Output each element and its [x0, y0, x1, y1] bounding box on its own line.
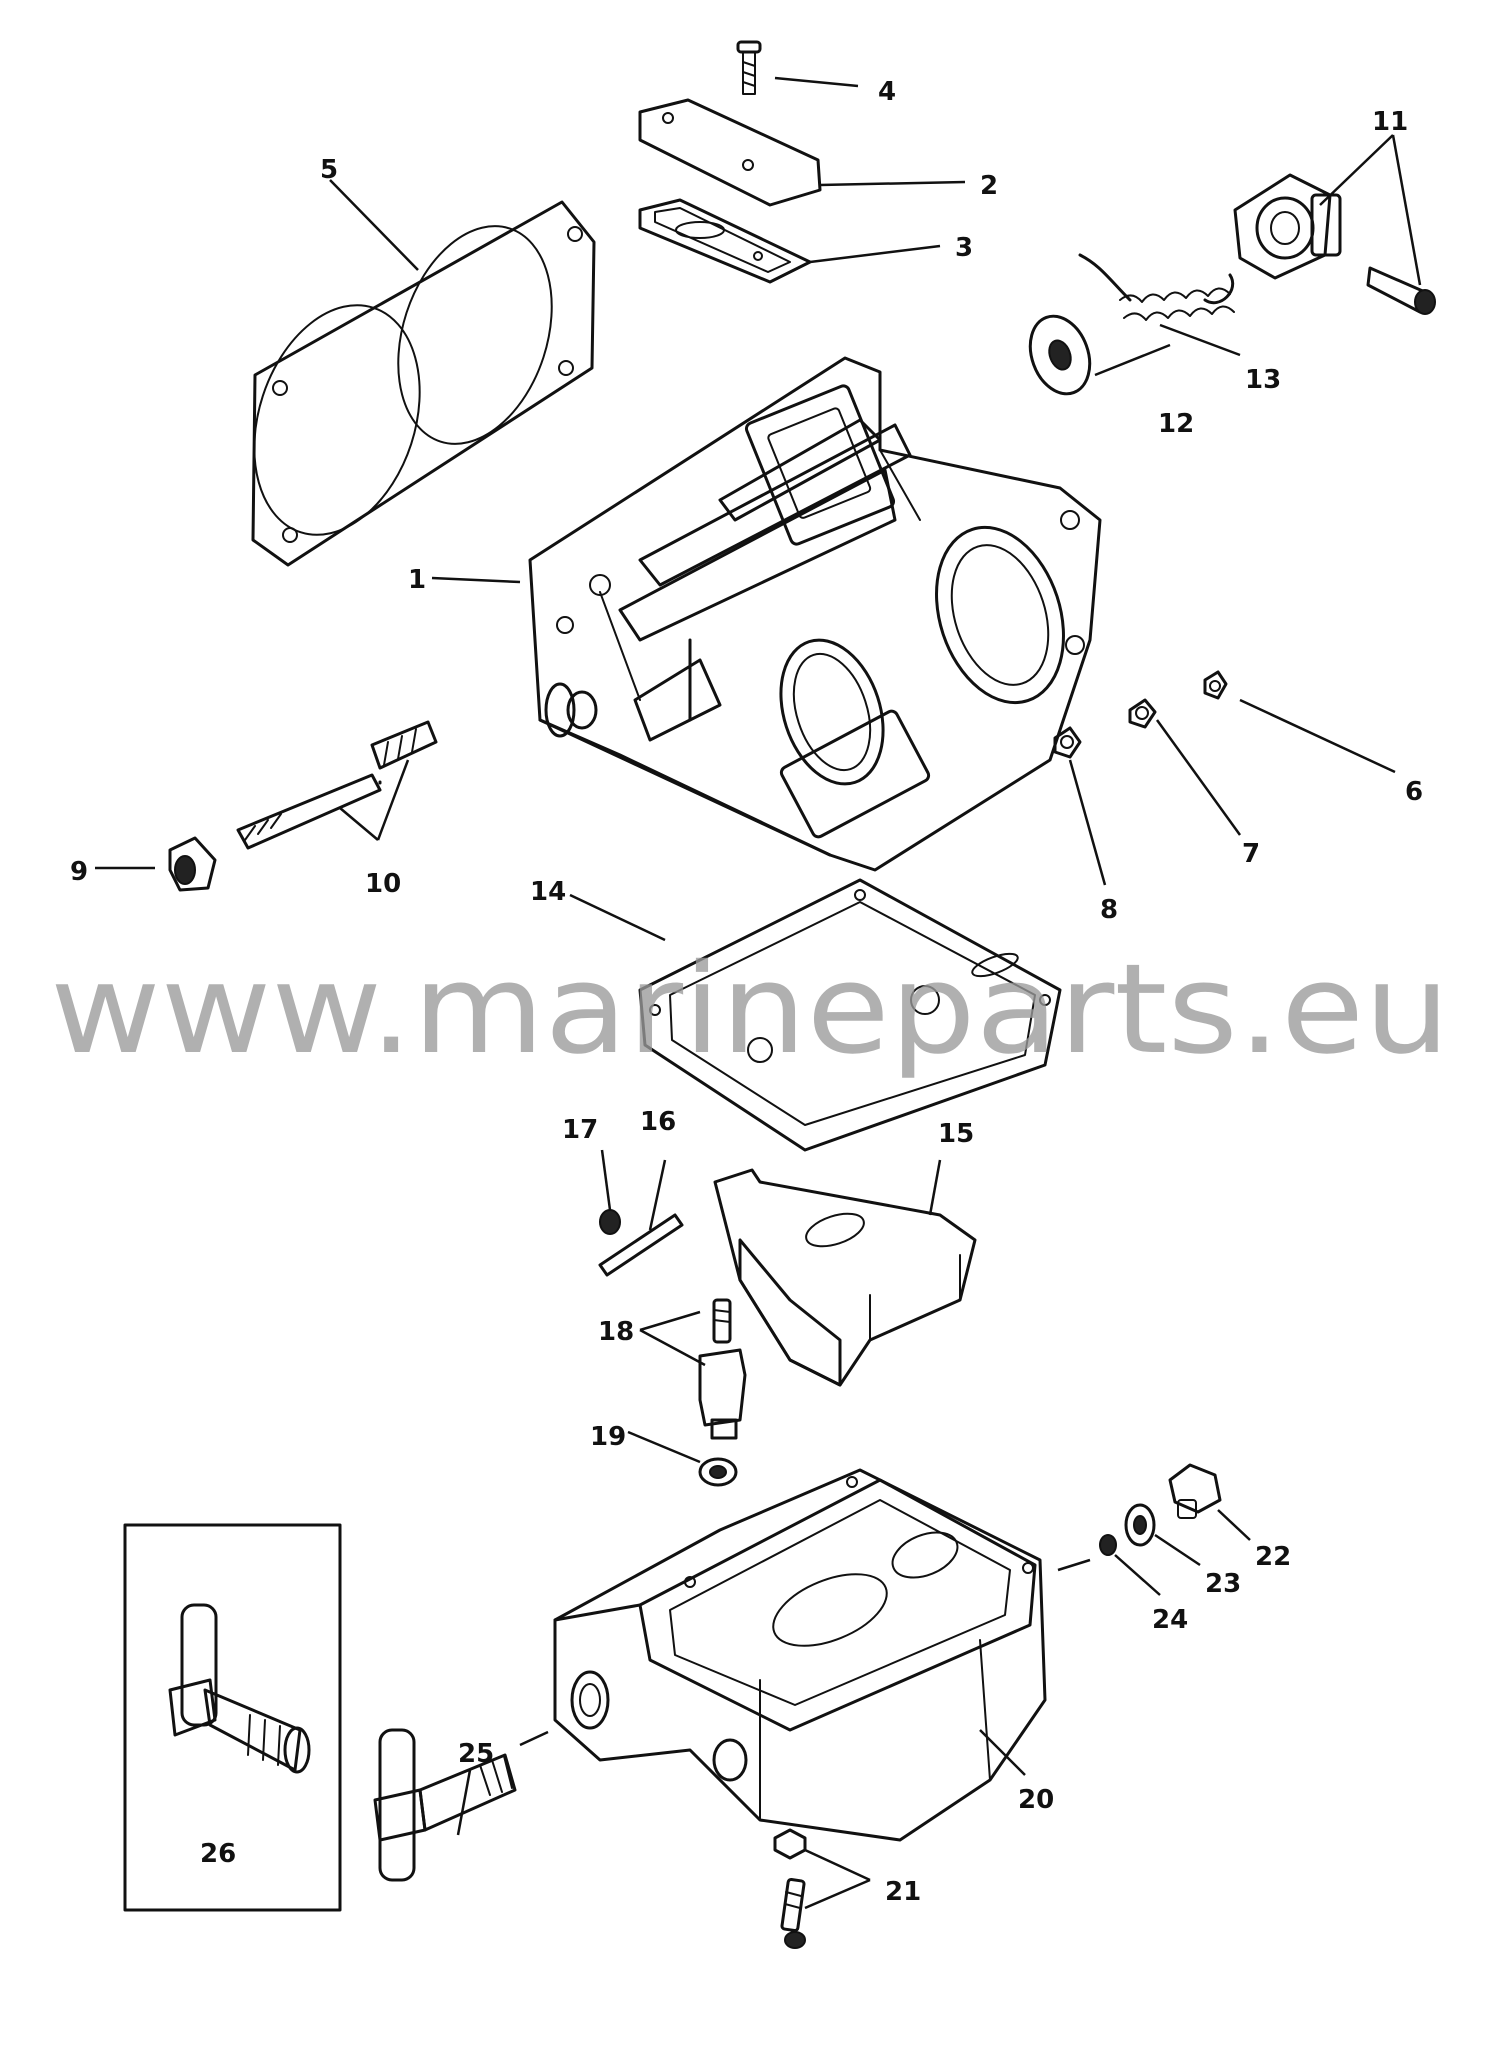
callout-12: 12 [1158, 409, 1194, 439]
part-17-small-part [599, 1209, 621, 1235]
part-26-inset-box [123, 1523, 342, 1912]
part-16-pin [598, 1213, 684, 1277]
part-1-carburetor-body [528, 356, 1102, 872]
callout-4: 4 [878, 77, 896, 107]
part-8-plug [1053, 726, 1082, 759]
callout-8: 8 [1100, 895, 1118, 925]
callout-6: 6 [1405, 777, 1423, 807]
part-21-screw-and-washer [773, 1828, 807, 1949]
callout-labels: 4 2 3 5 11 13 12 1 6 7 8 9 10 14 17 16 1… [70, 77, 1423, 1907]
callout-3: 3 [955, 233, 973, 263]
callout-14: 14 [530, 877, 566, 907]
watermark: www.marineparts.eu [50, 938, 1450, 1082]
part-6-plug [1203, 670, 1228, 700]
callout-26: 26 [200, 1839, 236, 1869]
part-23-washer [1124, 1503, 1156, 1547]
callout-24: 24 [1152, 1605, 1188, 1635]
leader-lines [95, 76, 1422, 1910]
callout-15: 15 [938, 1119, 974, 1149]
part-24-small-plug [1099, 1534, 1117, 1556]
callout-5: 5 [320, 155, 338, 185]
callout-25: 25 [458, 1739, 494, 1769]
part-14-gasket [638, 878, 1062, 1152]
callout-13: 13 [1245, 365, 1281, 395]
part-15-float [713, 1168, 977, 1387]
callout-19: 19 [590, 1422, 626, 1452]
callout-22: 22 [1255, 1542, 1291, 1572]
part-4-screw [736, 40, 762, 95]
callout-2: 2 [980, 171, 998, 201]
callout-18: 18 [598, 1317, 634, 1347]
callout-16: 16 [640, 1107, 676, 1137]
part-5-flange-gasket [251, 200, 596, 567]
part-7-plug [1128, 698, 1157, 729]
part-10-needle-assembly [236, 720, 438, 850]
callout-20: 20 [1018, 1785, 1054, 1815]
part-20-throttle-body [553, 1468, 1047, 1842]
part-18-needle-and-seat [698, 1298, 747, 1440]
part-19-washer [698, 1457, 738, 1487]
callout-7: 7 [1242, 839, 1260, 869]
part-9-cap [168, 836, 217, 892]
part-12-washer [1028, 314, 1092, 396]
part-22-plug [1168, 1463, 1222, 1519]
callout-21: 21 [885, 1877, 921, 1907]
part-25-fitting [373, 1728, 517, 1882]
part-11-choke-housing [1233, 173, 1436, 315]
callout-17: 17 [562, 1115, 598, 1145]
callout-10: 10 [365, 869, 401, 899]
callout-11: 11 [1372, 107, 1408, 137]
callout-1: 1 [408, 565, 426, 595]
part-13-spring [1078, 253, 1235, 321]
part-2-cover-plate [638, 98, 822, 207]
part-3-gasket [638, 198, 812, 284]
callout-23: 23 [1205, 1569, 1241, 1599]
callout-9: 9 [70, 857, 88, 887]
